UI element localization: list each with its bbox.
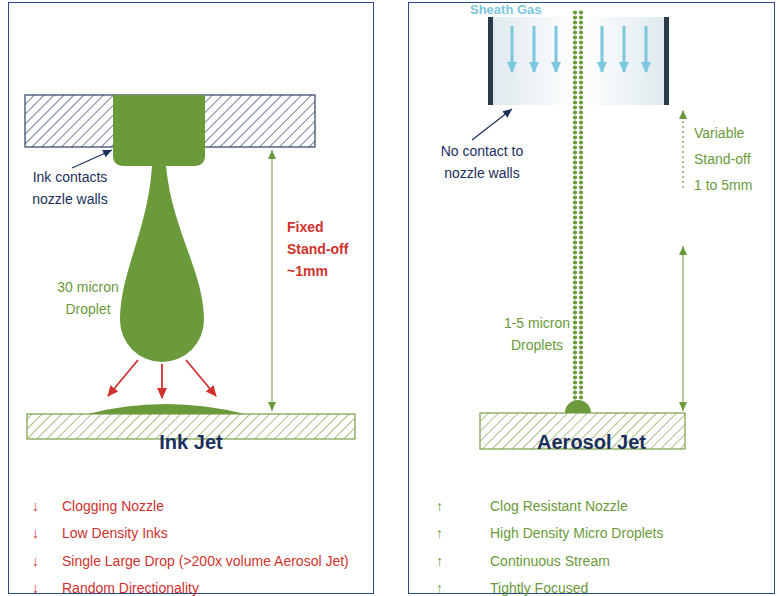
- list-arrow: ↑: [436, 577, 443, 596]
- callout-label: 1-5 micron Droplets: [497, 312, 577, 356]
- callout-label: Variable Stand-off 1 to 5mm: [694, 120, 760, 198]
- leader-line: [472, 109, 512, 140]
- list-item: Single Large Drop (>200x volume Aerosol …: [62, 550, 349, 572]
- deposit-dome: [565, 400, 591, 413]
- list-arrow: ↓: [32, 550, 39, 572]
- splash-arrows: [108, 360, 216, 398]
- list-arrow: ↓: [32, 577, 39, 596]
- list-arrow: ↓: [32, 522, 39, 544]
- callout-label: Ink contacts nozzle walls: [20, 166, 120, 210]
- ink-droplet: [120, 166, 204, 362]
- list-item: Clog Resistant Nozzle: [490, 495, 628, 517]
- list-arrow: ↑: [436, 550, 443, 572]
- list-item: Low Density Inks: [62, 522, 168, 544]
- standoff-arrow: [683, 246, 684, 411]
- droplet-stream: [572, 10, 584, 402]
- list-item: High Density Micro Droplets: [490, 522, 664, 544]
- list-item: Continuous Stream: [490, 550, 610, 572]
- list-arrow: ↑: [436, 522, 443, 544]
- list-arrow: ↑: [436, 495, 443, 517]
- panel-heading: Aerosol Jet: [409, 431, 774, 454]
- ink-splat: [88, 404, 245, 414]
- list-item: Sheath Gas: [470, 1, 542, 19]
- list-item: Tightly Focused: [490, 577, 588, 596]
- standoff-arrow: [272, 150, 273, 411]
- callout-label: No contact to nozzle walls: [432, 140, 532, 184]
- standoff-range: [682, 110, 683, 188]
- leader-line: [72, 150, 112, 168]
- list-item: Random Directionality: [62, 577, 199, 596]
- list-arrow: ↓: [32, 495, 39, 517]
- panel-heading: Ink Jet: [9, 431, 373, 454]
- callout-label: 30 micron Droplet: [48, 276, 128, 320]
- list-item: Clogging Nozzle: [62, 495, 164, 517]
- callout-label: Fixed Stand-off ~1mm: [287, 216, 367, 282]
